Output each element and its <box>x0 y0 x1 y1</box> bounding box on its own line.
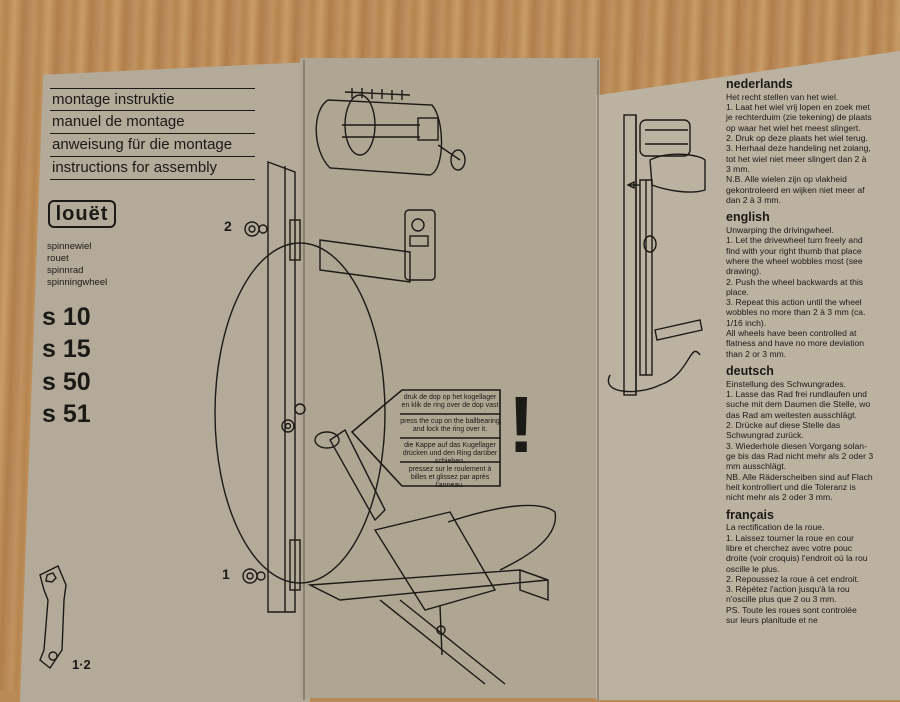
section-heading: français <box>726 507 774 522</box>
step-label-1: 1 <box>222 566 230 582</box>
brand-logo: louët <box>48 200 116 228</box>
instruction-line: 2. Druk op deze plaats het wiel terug. <box>726 133 868 143</box>
section-heading: deutsch <box>726 364 774 378</box>
wheel-adjust-illustration <box>607 114 706 396</box>
instruction-line: gekontroleerd en wijken niet meer af <box>726 184 865 195</box>
instruction-line: La rectification de la roue. <box>726 522 825 533</box>
callout-text-nl: druk de dop op het kogellager en klik de… <box>401 394 499 410</box>
page-number: 1·2 <box>72 657 91 672</box>
title-line-de: anweisung für die montage <box>52 136 233 153</box>
title-rule <box>50 88 255 89</box>
instruction-line: ge bis das Rad nicht mehr als 2 oder 3 <box>726 450 874 461</box>
instruction-line: dan 2 à 3 mm. <box>726 194 781 205</box>
title-line-en: instructions for assembly <box>52 159 218 176</box>
instruction-line: 1. Laissez tourner la roue en cour <box>726 532 855 543</box>
callout-text-en: press the cup on the ballbearing and loc… <box>400 418 500 434</box>
fold-line-right <box>597 60 599 700</box>
section-fr: français La rectification de la roue. 1.… <box>726 507 900 626</box>
instruction-line: Schwungrad zurück. <box>726 430 804 441</box>
instruction-line: 1/16 inch). <box>726 317 767 328</box>
instruction-line: op waar het wiel het meest slingert. <box>726 122 861 133</box>
instruction-line: oscille le plus. <box>726 563 780 574</box>
title-rule <box>50 156 255 157</box>
product-type-fr: rouet <box>47 253 69 264</box>
instruction-line: droite (voir croquis) l'endroit où la ro… <box>726 553 868 564</box>
instruction-line: PS. Toute les roues sont controlée <box>726 604 857 615</box>
instruction-line: NB. Alle Räderscheiben sind auf Flach <box>726 471 873 482</box>
instruction-line: 1. Let the drivewheel turn freely and <box>726 235 863 246</box>
callout-text-fr: pressez sur le roulement à billes et gli… <box>408 466 492 490</box>
model-s15: s 15 <box>42 335 91 363</box>
step-label-2: 2 <box>224 218 232 234</box>
instruction-line: N.B. Alle wielen zijn op vlakheid <box>726 174 847 185</box>
instruction-line: 2. Repoussez la roue à cet endroit. <box>726 573 860 584</box>
instruction-line: 3. Herhaal deze handeling net zolang, <box>726 143 871 154</box>
instruction-line: suche mit dem Daumen die Stelle, wo <box>726 399 871 410</box>
instruction-line: tot het wiel niet meer slingert dan 2 à <box>726 153 867 164</box>
drive-wheel <box>214 242 386 584</box>
product-type-en: spinningwheel <box>47 277 108 288</box>
instruction-line: n'oscille plus que 2 ou 3 mm. <box>726 594 837 605</box>
instruction-line: flatness and have no more deviation <box>726 338 865 349</box>
title-line-fr: manuel de montage <box>52 113 185 130</box>
flyer-assembly <box>315 88 466 176</box>
instruction-line: 3. Répétez l'action jusqu'à la rou <box>726 584 850 595</box>
section-en: english Unwarping the drivingwheel. 1. L… <box>726 210 900 359</box>
instruction-line: 2. Push the wheel backwards at this <box>726 276 864 287</box>
instruction-line: Unwarping the drivingwheel. <box>726 224 834 235</box>
instruction-line: drawing). <box>726 266 762 277</box>
fold-line-left <box>303 60 305 700</box>
washer-icon <box>242 221 306 584</box>
instruction-line: nicht mehr als 2 oder 3 mm. <box>726 492 833 503</box>
callout-text-de: die Kappe auf das Kugellager drücken und… <box>402 442 498 466</box>
instruction-line: place. <box>726 286 749 297</box>
bracket-assembly <box>319 209 436 283</box>
instruction-line: 2. Drücke auf diese Stelle das <box>726 420 841 430</box>
instruction-line: das Rad am weitesten ausschlägt. <box>726 409 857 420</box>
model-s10: s 10 <box>42 303 91 331</box>
treadle-assembly <box>307 428 556 685</box>
upright-post <box>267 160 301 613</box>
instruction-line: 3. Repeat this action until the wheel <box>726 297 862 308</box>
model-s50: s 50 <box>42 368 91 396</box>
title-rule <box>50 179 255 180</box>
instruction-line: 3 mm. <box>726 163 750 174</box>
instruction-line: libre et cherchez avec votre pouc <box>726 542 853 553</box>
instruction-line: 1. Lasse das Rad frei rundlaufen und <box>726 389 867 400</box>
section-heading: english <box>726 210 770 225</box>
instruction-line: All wheels have been controlled at <box>726 328 857 339</box>
instruction-line: heit kontrolliert und die Toleranz is <box>726 481 856 492</box>
title-rule <box>50 110 255 111</box>
instructions-column: nederlands Het recht stellen van het wie… <box>726 77 900 626</box>
leaflet-panel-middle <box>300 58 600 698</box>
section-heading: nederlands <box>726 77 793 91</box>
warning-exclamation: ! <box>508 380 535 469</box>
instruction-line: than 2 or 3 mm. <box>726 348 787 359</box>
instruction-line: 3. Wiederhole diesen Vorgang solan- <box>726 440 867 451</box>
section-nl: nederlands Het recht stellen van het wie… <box>726 77 900 205</box>
instruction-line: wobbles no more than 2 à 3 mm (ca. <box>726 307 866 318</box>
instruction-line: 1. Laat het wiel vrij lopen en zoek met <box>726 102 870 113</box>
section-de: deutsch Einstellung des Schwungrades. 1.… <box>726 364 900 503</box>
instruction-line: where the wheel wobbles most (see <box>726 255 863 266</box>
product-type-de: spinnrad <box>47 265 84 276</box>
instruction-line: Het recht stellen van het wiel. <box>726 91 839 102</box>
instruction-line: Einstellung des Schwungrades. <box>726 378 846 389</box>
title-rule <box>50 133 255 134</box>
instruction-line: mm ausschlägt. <box>726 461 787 472</box>
title-line-nl: montage instruktie <box>52 91 175 108</box>
wrench-icon <box>39 565 67 670</box>
leaflet-panel-left <box>20 62 310 702</box>
instruction-line: find with your right thumb that place <box>726 245 862 256</box>
instruction-line: sur leurs planitude et ne <box>726 615 818 626</box>
instruction-line: je rechterduim (zie tekening) de plaats <box>726 112 872 123</box>
model-s51: s 51 <box>42 400 91 428</box>
product-type-nl: spinnewiel <box>47 241 92 252</box>
